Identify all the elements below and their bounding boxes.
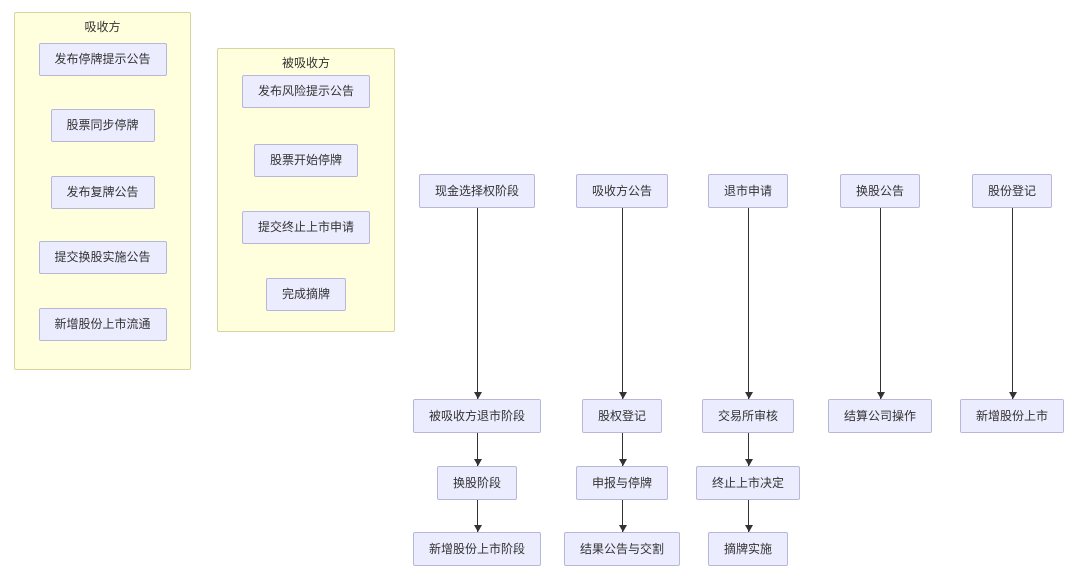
node-new-shares-listing-phase: 新增股份上市阶段 bbox=[412, 532, 542, 566]
arrow-down bbox=[618, 208, 627, 399]
arrow-down bbox=[473, 208, 482, 399]
node-clearing-company-operation: 结算公司操作 bbox=[827, 399, 933, 433]
panel-absorber: 吸收方 发布停牌提示公告 股票同步停牌 发布复牌公告 提交换股实施公告 新增股份… bbox=[14, 12, 191, 370]
arrow-down bbox=[473, 500, 482, 532]
node-exchange-review: 交易所审核 bbox=[701, 399, 795, 433]
panel-absorbed-title: 被吸收方 bbox=[281, 56, 330, 70]
node-risk-warning-announcement: 发布风险提示公告 bbox=[241, 75, 371, 108]
node-delisting-application-submission: 提交终止上市申请 bbox=[241, 211, 371, 244]
node-suspension-notice-announcement: 发布停牌提示公告 bbox=[38, 43, 167, 76]
node-absorbed-party-delisting-phase: 被吸收方退市阶段 bbox=[412, 399, 542, 433]
node-declaration-and-suspension: 申报与停牌 bbox=[575, 466, 669, 500]
node-share-swap-implementation-announcement: 提交换股实施公告 bbox=[38, 241, 167, 274]
node-share-swap-announcement: 换股公告 bbox=[839, 174, 921, 208]
node-delisting-decision: 终止上市决定 bbox=[695, 466, 801, 500]
arrow-down bbox=[876, 208, 885, 399]
node-resumption-announcement: 发布复牌公告 bbox=[50, 176, 155, 209]
node-new-shares-listing-circulation: 新增股份上市流通 bbox=[38, 308, 167, 341]
node-cash-option-phase: 现金选择权阶段 bbox=[418, 174, 536, 208]
node-result-announcement-and-settlement: 结果公告与交割 bbox=[563, 532, 681, 566]
arrow-down bbox=[744, 208, 753, 399]
node-delisting-application: 退市申请 bbox=[707, 174, 789, 208]
node-new-shares-listing: 新增股份上市 bbox=[959, 399, 1065, 433]
node-stock-suspension-start: 股票开始停牌 bbox=[253, 144, 359, 177]
arrow-down bbox=[473, 433, 482, 466]
arrow-down bbox=[1008, 208, 1017, 399]
panel-absorbed: 被吸收方 发布风险提示公告 股票开始停牌 提交终止上市申请 完成摘牌 bbox=[217, 48, 395, 332]
node-delisting-implementation: 摘牌实施 bbox=[707, 532, 789, 566]
node-share-swap-phase: 换股阶段 bbox=[436, 466, 518, 500]
arrow-down bbox=[618, 433, 627, 466]
panel-absorber-title: 吸收方 bbox=[84, 20, 121, 34]
node-equity-registration: 股权登记 bbox=[581, 399, 663, 433]
node-absorber-announcement: 吸收方公告 bbox=[575, 174, 669, 208]
arrow-down bbox=[618, 500, 627, 532]
node-delisting-completed: 完成摘牌 bbox=[265, 278, 347, 311]
arrow-down bbox=[744, 500, 753, 532]
node-share-registration: 股份登记 bbox=[971, 174, 1053, 208]
node-stock-sync-suspension: 股票同步停牌 bbox=[50, 109, 155, 142]
arrow-down bbox=[744, 433, 753, 466]
